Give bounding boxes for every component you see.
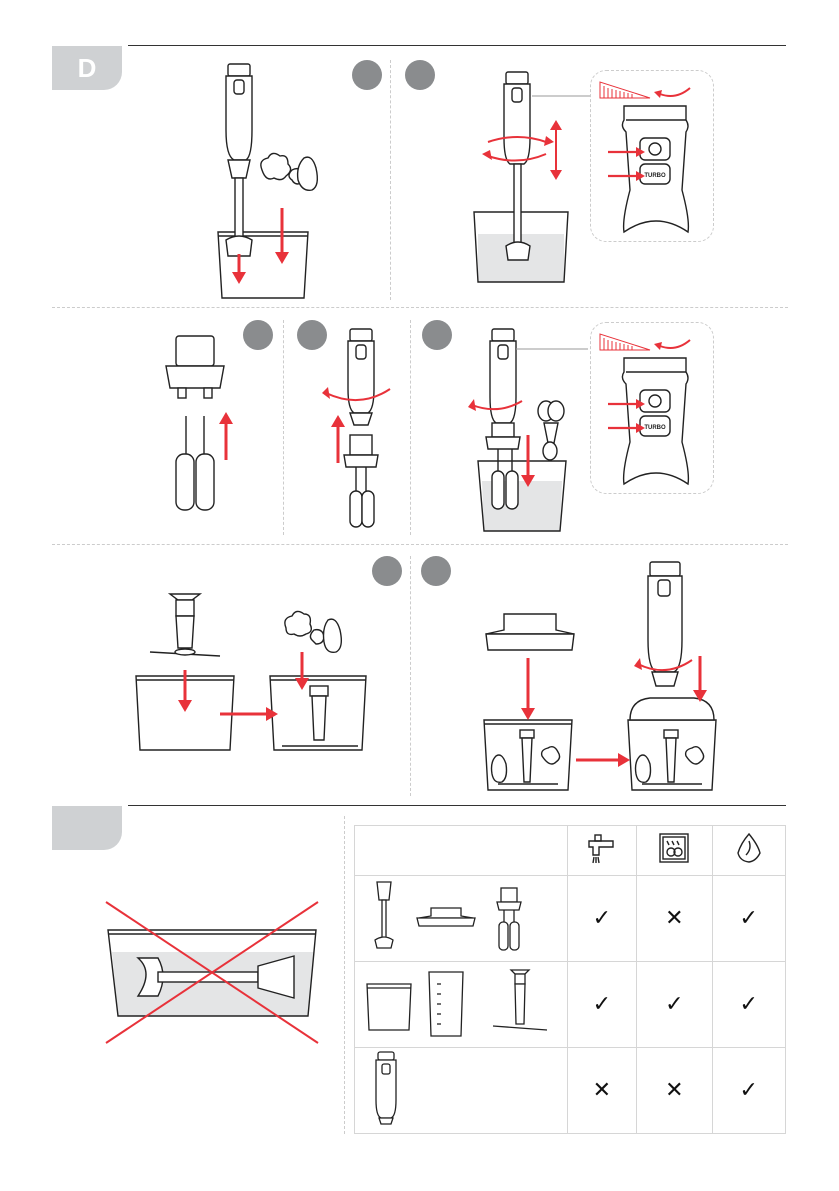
section-d-rule [128, 45, 786, 46]
illustration-chopper-fill [130, 590, 370, 760]
table-header-cell [637, 826, 712, 876]
turbo-label: TURBO [644, 173, 666, 179]
illustration-attach-whisk [320, 325, 400, 530]
care-mark-cell: ✓ [712, 1048, 785, 1134]
divider [344, 816, 345, 1134]
care-mark-cell: ✓ [567, 876, 637, 962]
table-header-cell [712, 826, 785, 876]
table-header-cell [567, 826, 637, 876]
step-badge-2 [405, 60, 435, 90]
care-mark-cell: ✓ [567, 962, 637, 1048]
section-e-tab [52, 806, 122, 850]
illustration-whisk-assembly [160, 330, 250, 515]
divider [410, 556, 411, 796]
speed-control-detail: TURBO [590, 322, 712, 492]
table-row: ✕ ✕ ✓ [355, 1048, 786, 1134]
care-mark-cell: ✕ [637, 1048, 712, 1134]
illustration-blend-motion [470, 68, 590, 288]
table-row: ✓ ✕ ✓ [355, 876, 786, 962]
care-mark-cell: ✓ [637, 962, 712, 1048]
table-row: ✓ ✓ ✓ [355, 962, 786, 1048]
step-badge-7 [421, 556, 451, 586]
section-d-label: D [78, 53, 97, 84]
speed-control-detail: TURBO [590, 70, 712, 240]
care-mark-cell: ✓ [712, 876, 785, 962]
turbo-label: TURBO [644, 425, 666, 431]
tap-icon [585, 831, 619, 865]
care-mark-cell: ✕ [637, 876, 712, 962]
illustration-blend-beaker [200, 60, 380, 305]
table-header-cell [355, 826, 568, 876]
parts-illustration [361, 878, 561, 954]
table-parts-cell [355, 962, 568, 1048]
divider [52, 307, 788, 308]
section-d-tab: D [52, 46, 122, 90]
dishwasher-icon [657, 831, 691, 865]
care-table: ✓ ✕ ✓ ✓ ✓ ✓ [354, 825, 786, 1134]
wipe-cloth-icon [732, 831, 766, 865]
parts-illustration [361, 964, 561, 1040]
table-parts-cell [355, 1048, 568, 1134]
illustration-chopper-assembly [480, 560, 725, 800]
section-e-rule [128, 805, 786, 806]
care-mark-cell: ✓ [712, 962, 785, 1048]
illustration-whisk-beaker [458, 325, 588, 535]
divider [283, 320, 284, 535]
care-mark-cell: ✕ [567, 1048, 637, 1134]
step-badge-6 [372, 556, 402, 586]
step-badge-5 [422, 320, 452, 350]
divider [410, 320, 411, 535]
divider [52, 544, 788, 545]
parts-illustration [371, 1050, 401, 1126]
do-not-immerse-illustration [104, 900, 320, 1045]
divider [390, 60, 391, 300]
table-parts-cell [355, 876, 568, 962]
table-header-row [355, 826, 786, 876]
